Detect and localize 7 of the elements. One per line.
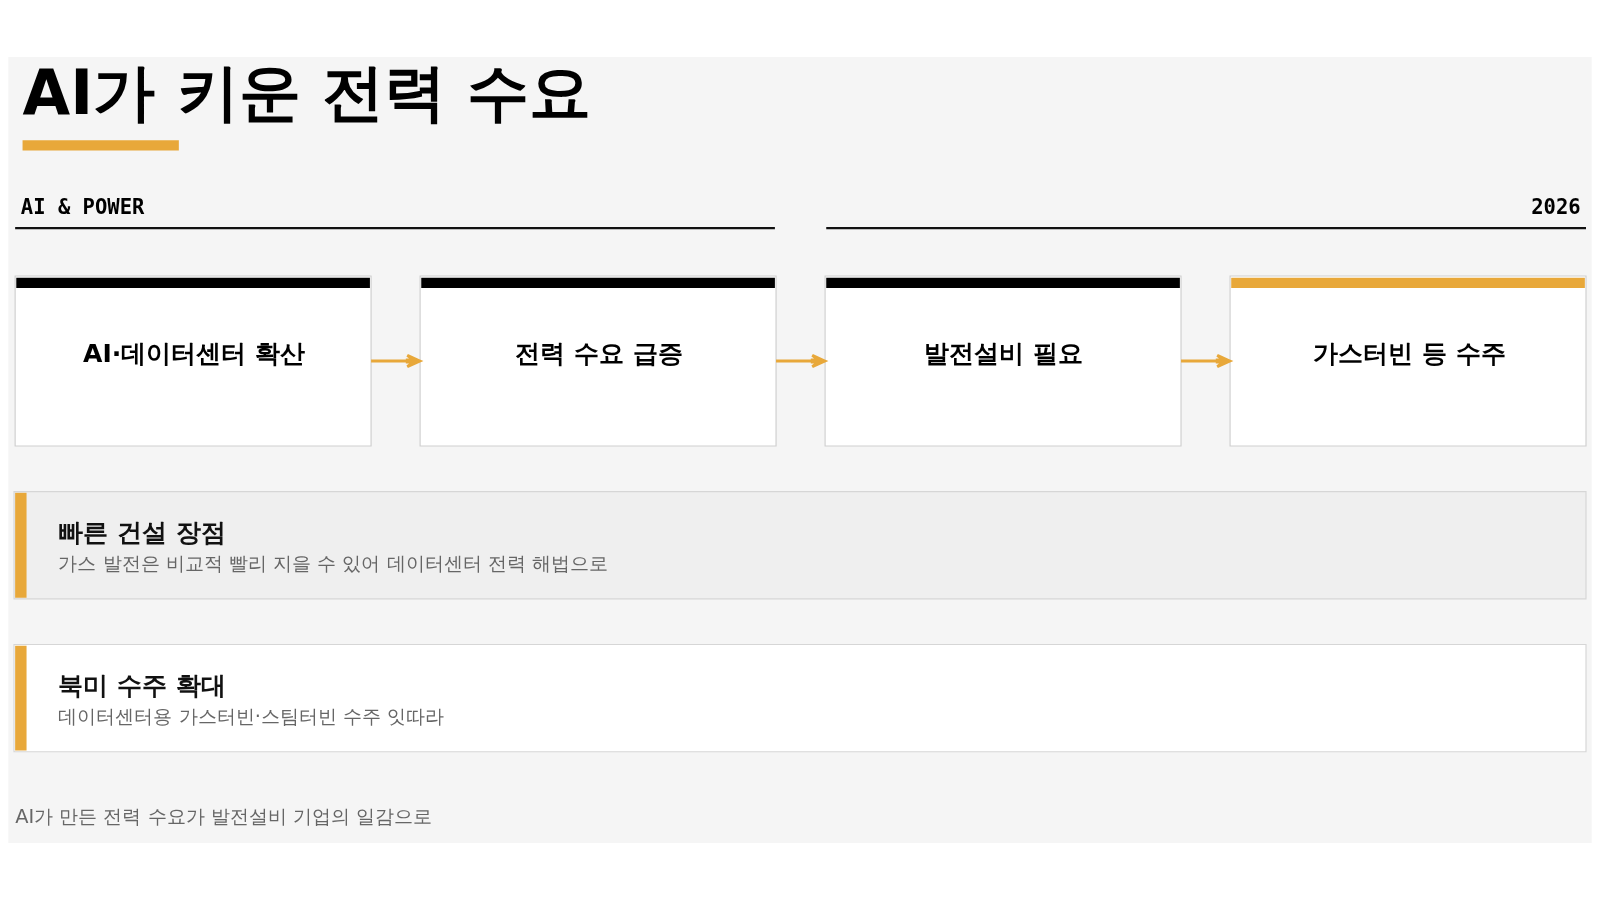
arrow (371, 353, 422, 369)
label: 2026 (1531, 194, 1581, 219)
diagram-title: AI가 키운 전력 수요 (22, 57, 592, 130)
arrow (1181, 353, 1232, 369)
label: AI & POWER (20, 194, 145, 219)
arrow (776, 353, 827, 369)
label: AI가 만든 전력 수요가 발전설비 기업의 일감으로 (15, 804, 433, 828)
